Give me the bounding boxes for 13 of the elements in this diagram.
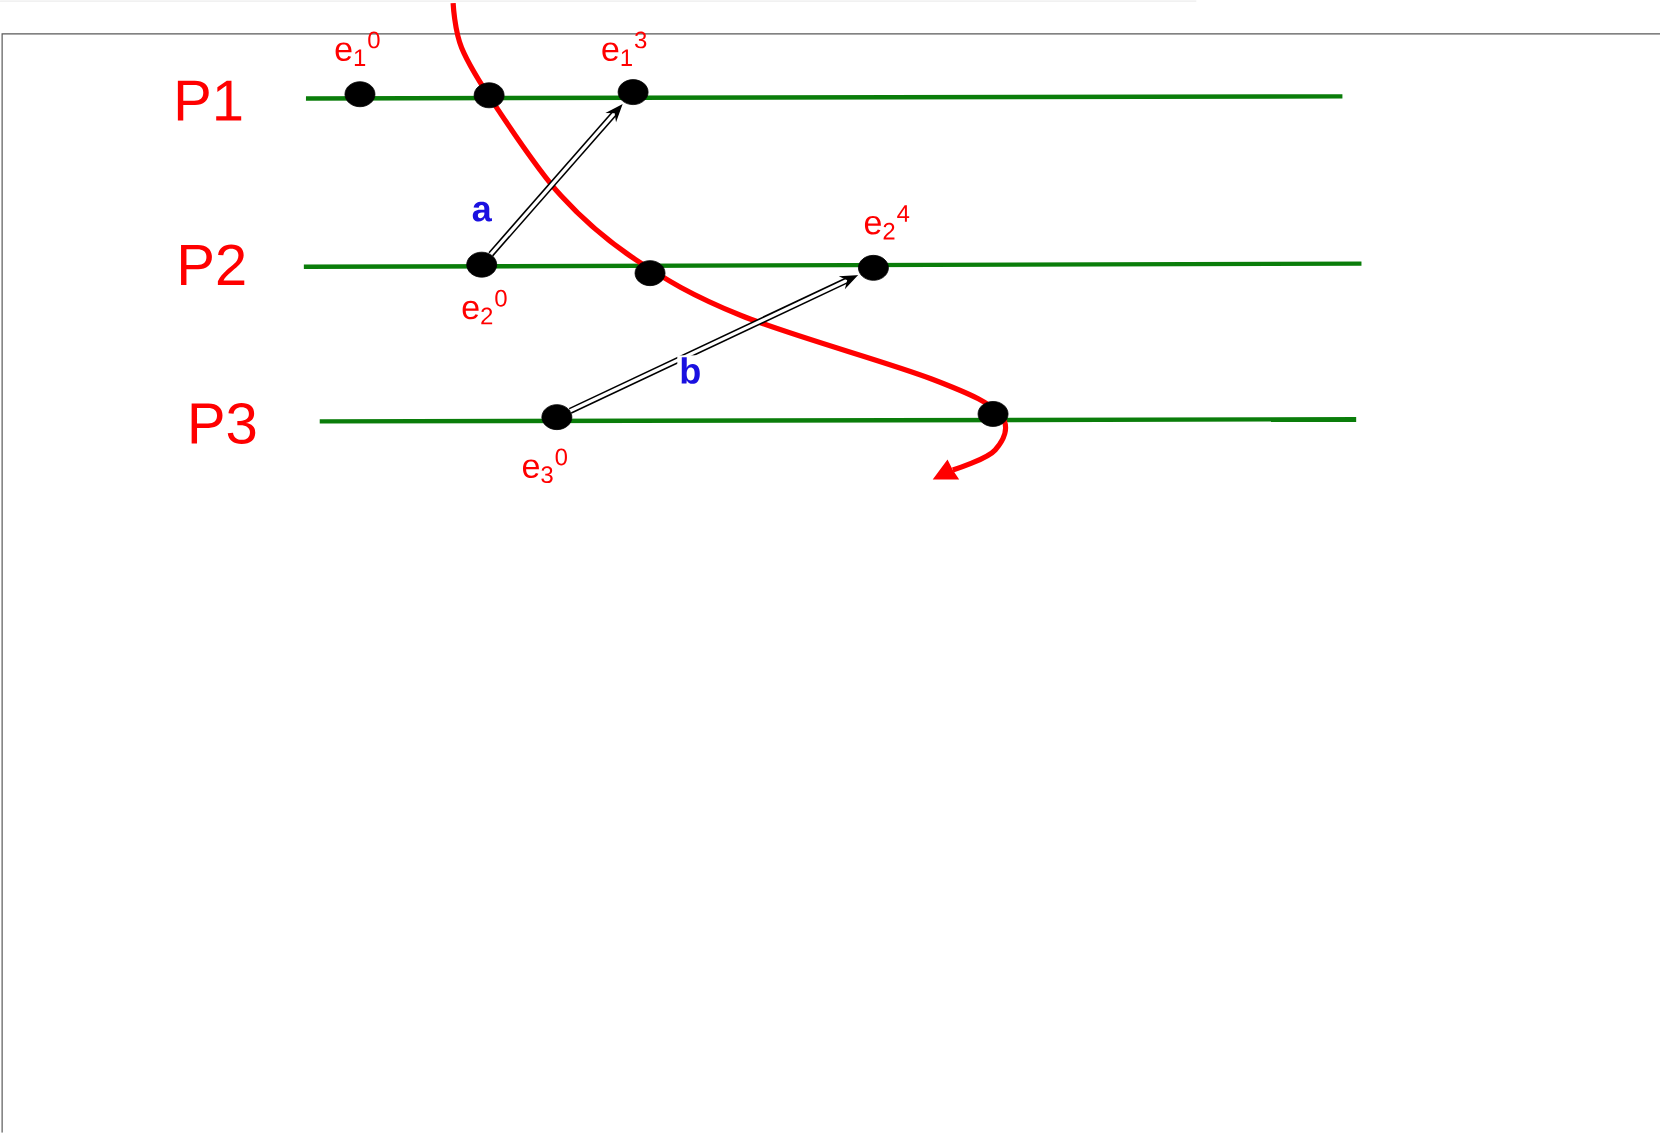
process-label: P3	[191, 403, 256, 445]
event-dot	[977, 401, 1009, 427]
event-label: e$_{2}$0	[462, 289, 507, 325]
event-label: e$_{1}$3	[602, 31, 647, 66]
process-label: P2	[181, 244, 245, 286]
event-dot	[473, 82, 505, 109]
edge-label: a	[469, 200, 494, 224]
event-dot	[634, 260, 666, 287]
process-label: P1	[177, 80, 242, 121]
event-label: e$_{2}$4	[864, 205, 910, 240]
event-label: e$_{1}$0	[335, 31, 380, 66]
event-label: e$_{3}$0	[523, 448, 567, 484]
edge-label: b	[677, 355, 704, 386]
